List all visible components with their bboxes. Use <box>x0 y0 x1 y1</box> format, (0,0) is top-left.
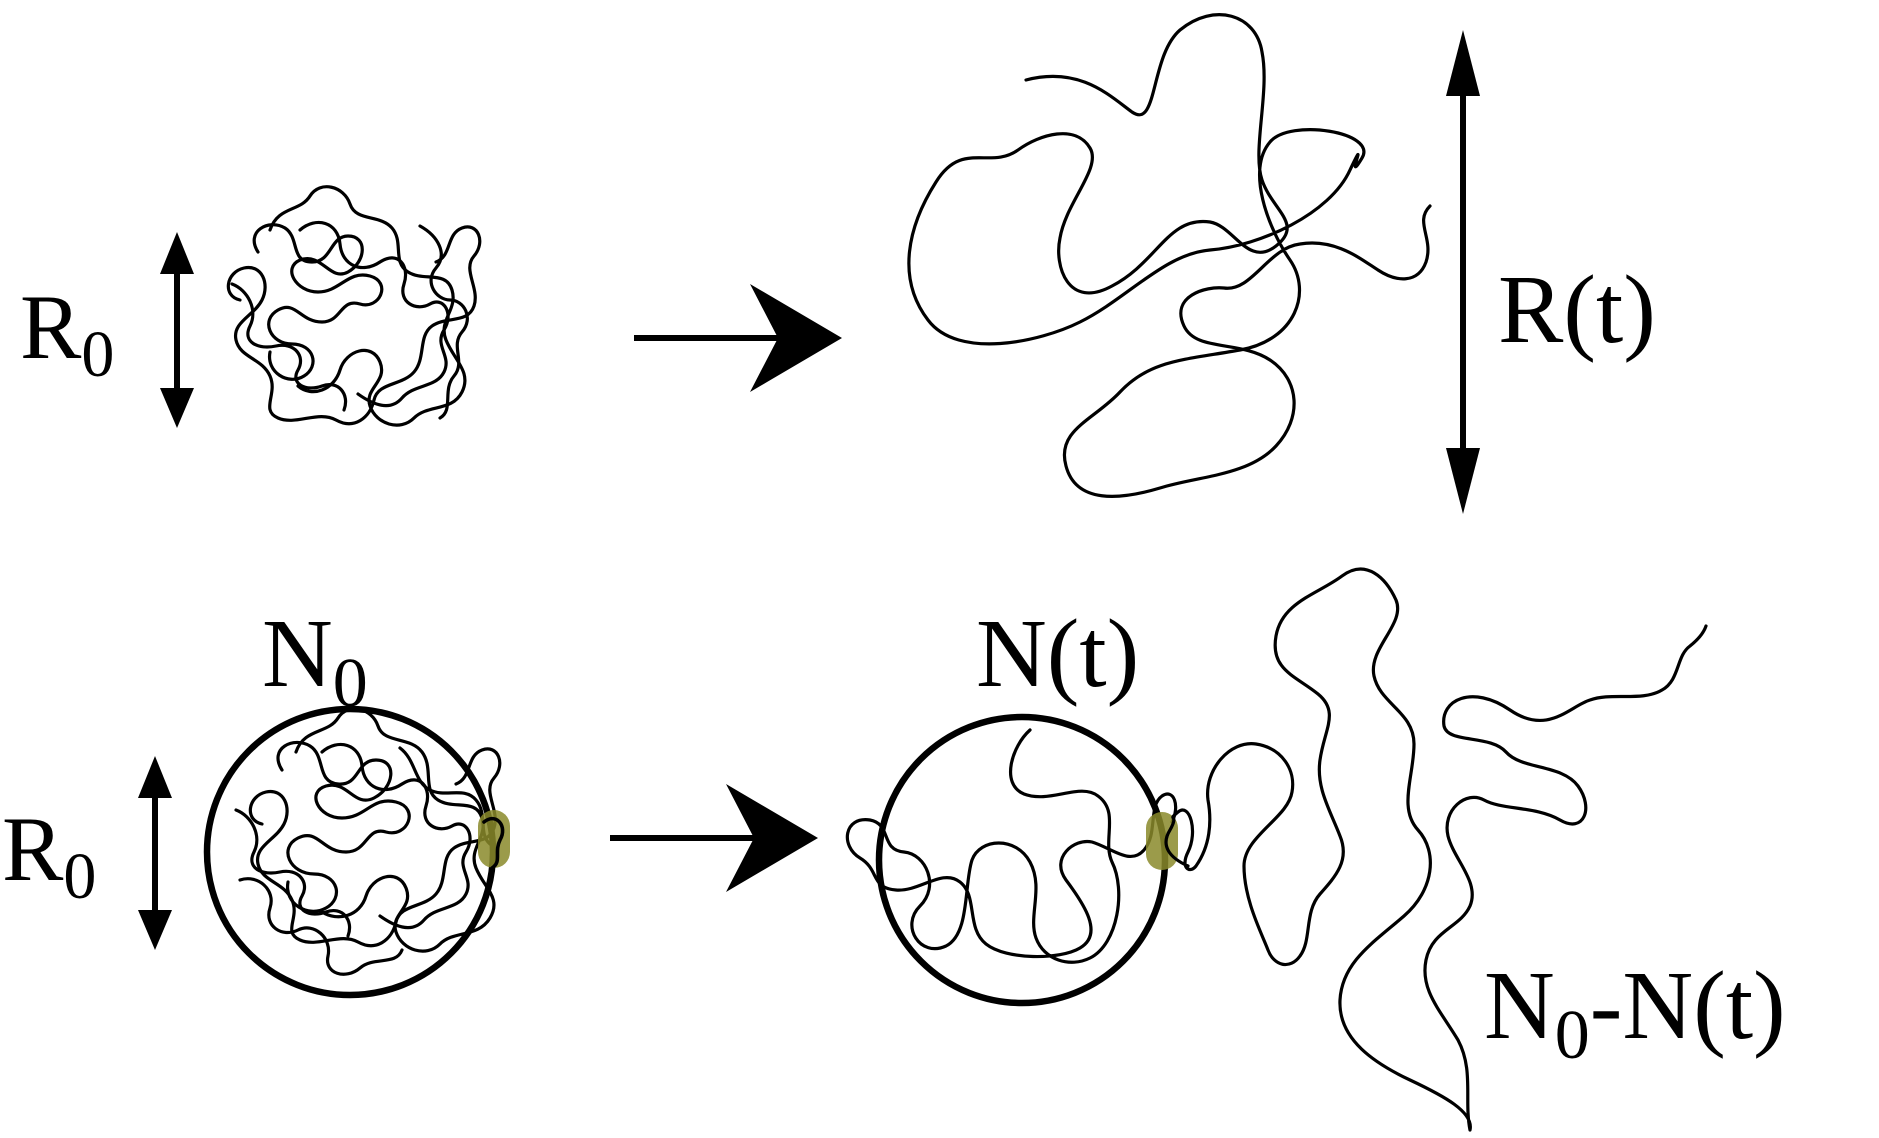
label-n0-minus-nt: N0-N(t) <box>1484 952 1786 1074</box>
transition-arrow-top <box>634 284 842 392</box>
released-polymer-chain <box>1164 567 1708 1132</box>
label-n0: N0 <box>262 600 368 722</box>
remaining-confined-coil <box>845 728 1178 964</box>
transition-arrow-bottom <box>610 784 818 892</box>
tether-left <box>482 816 505 870</box>
label-r-t: R(t) <box>1498 256 1656 364</box>
expanded-polymer-coil <box>907 13 1432 498</box>
label-n-t: N(t) <box>976 600 1139 708</box>
double-arrow-top-right <box>1446 30 1480 514</box>
label-bottom-r0: R0 <box>2 798 96 913</box>
confined-polymer-coil <box>234 707 502 976</box>
double-arrow-top-left <box>160 232 194 428</box>
label-top-r0: R0 <box>20 276 114 391</box>
compact-polymer-coil <box>226 185 482 427</box>
double-arrow-bottom-left <box>138 756 172 950</box>
